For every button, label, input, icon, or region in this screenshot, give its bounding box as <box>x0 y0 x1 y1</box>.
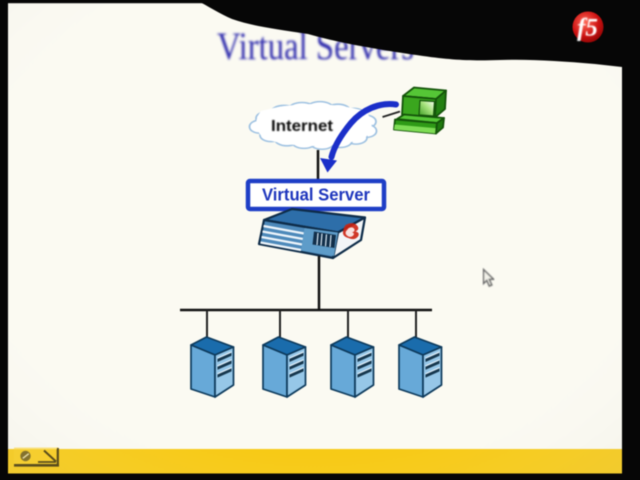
svg-text:f5: f5 <box>577 15 598 42</box>
